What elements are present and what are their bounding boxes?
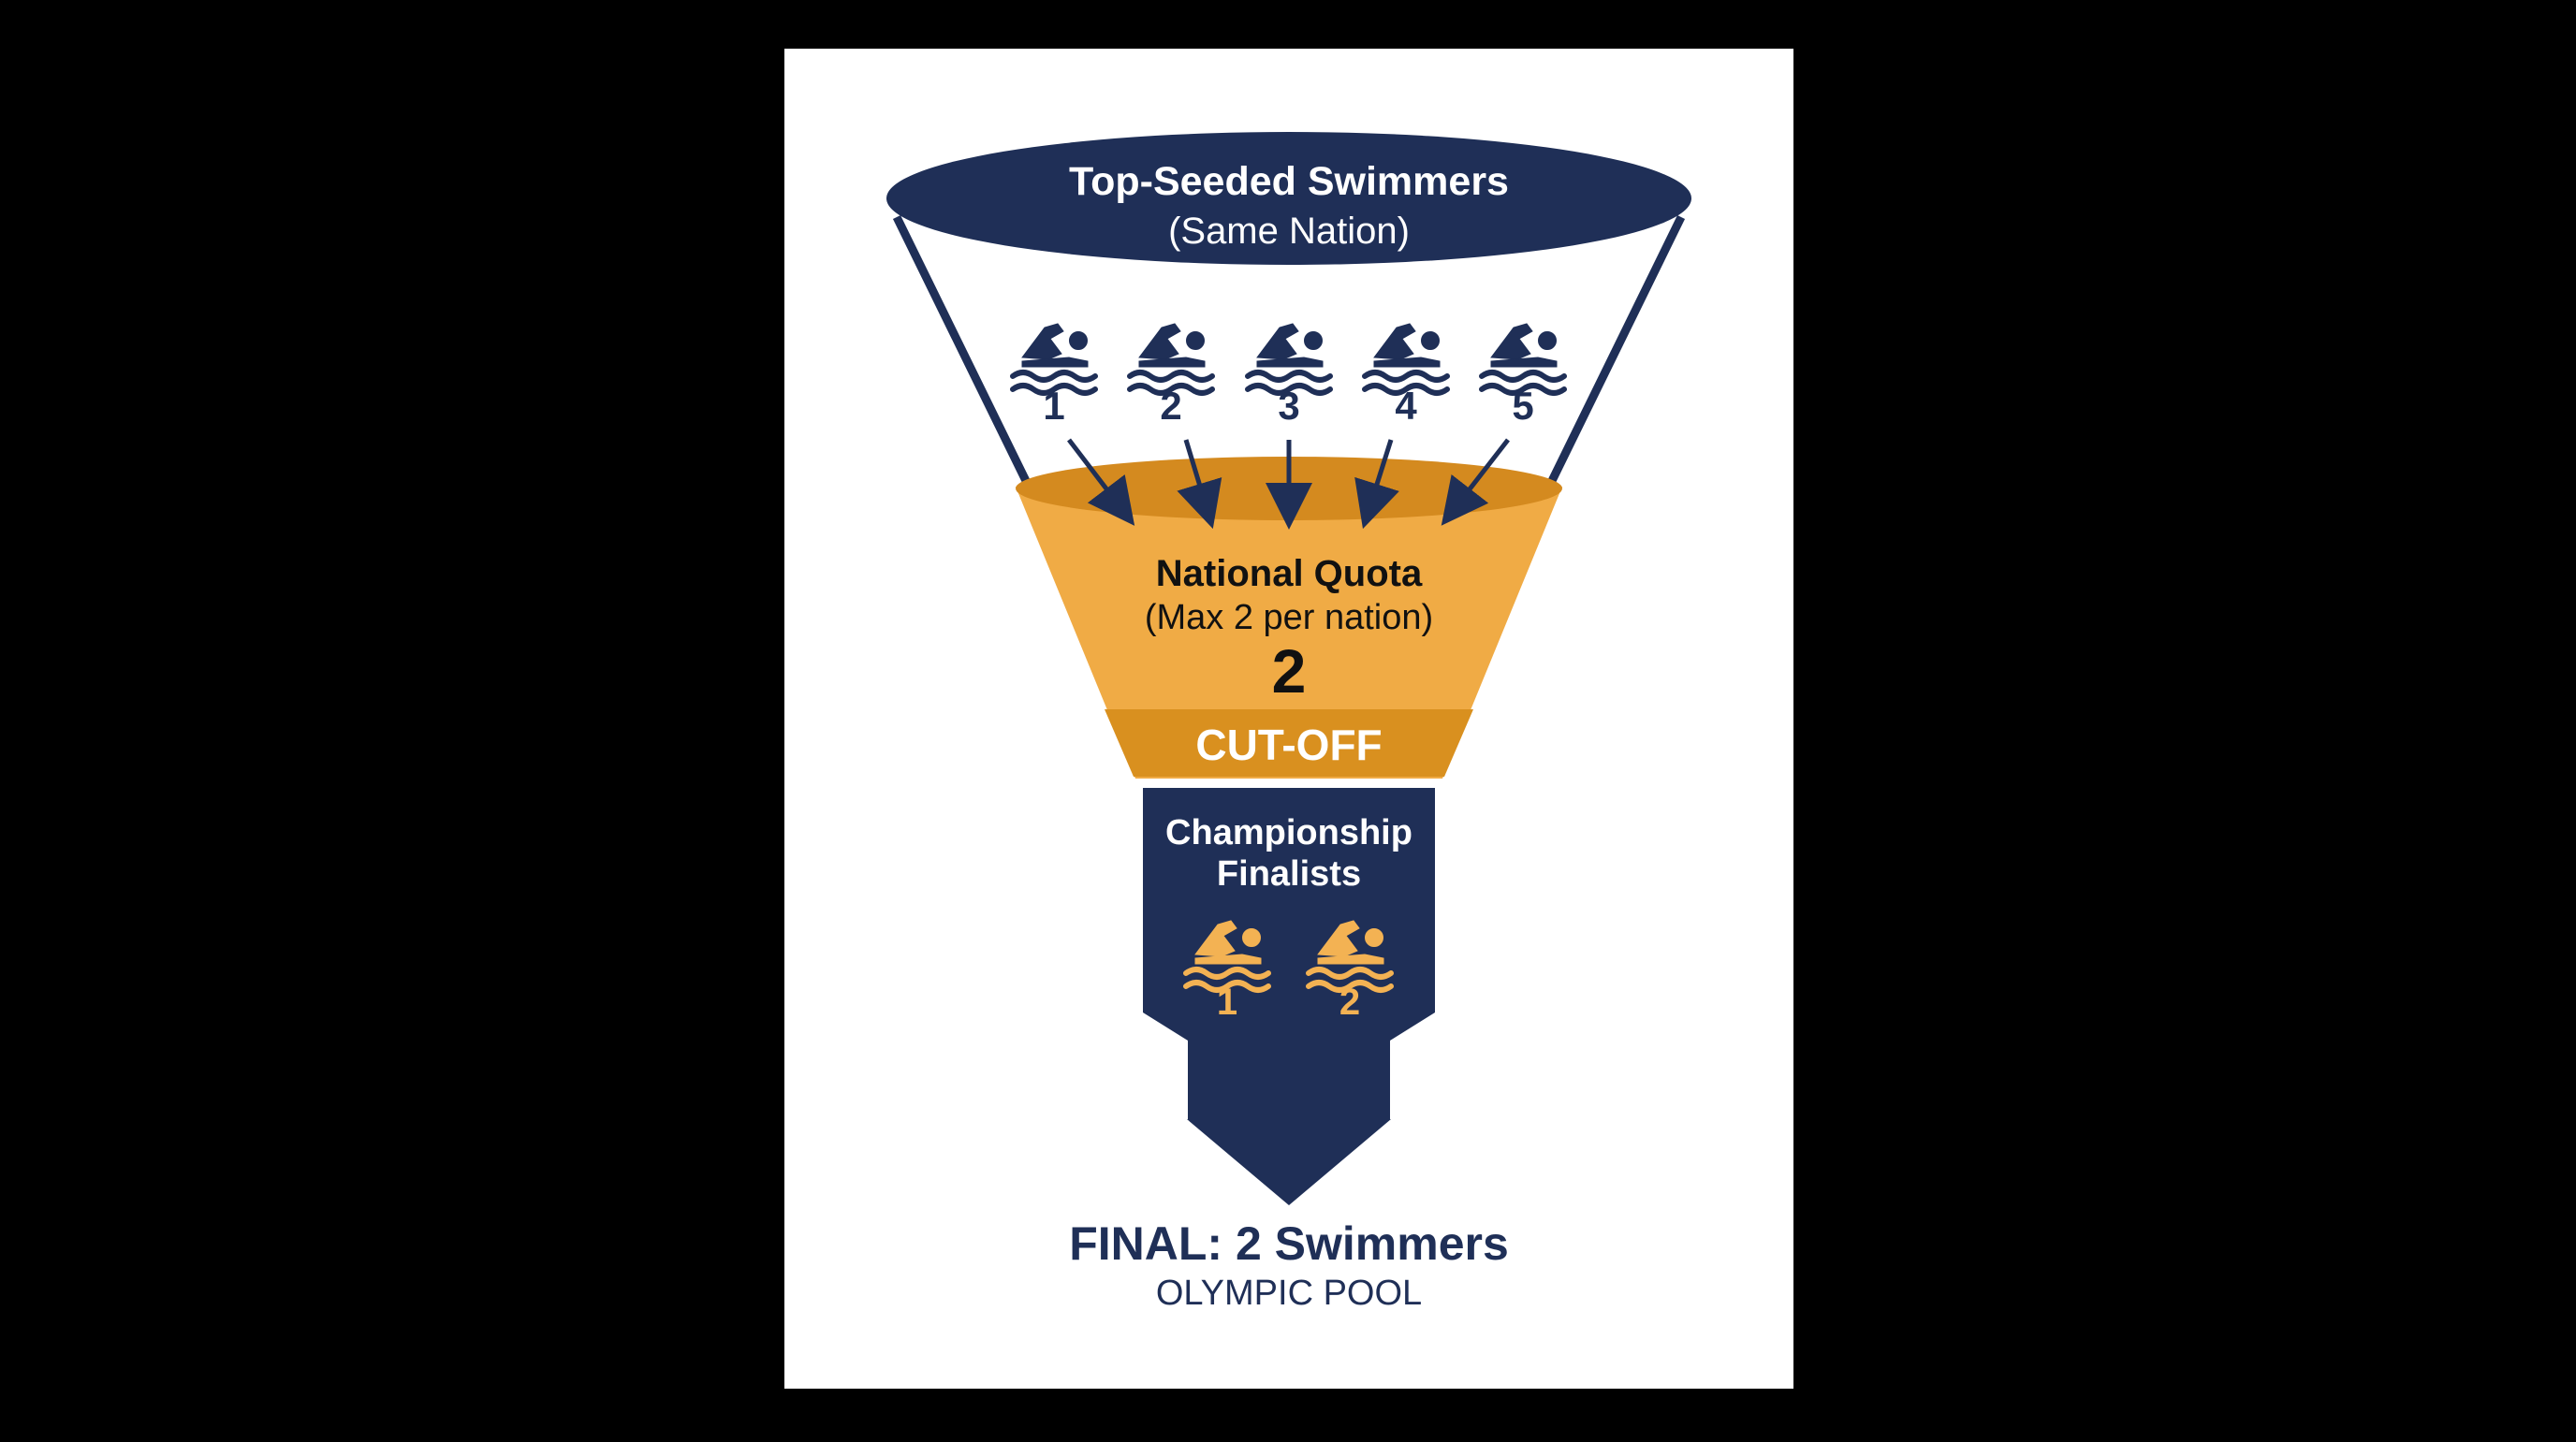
final-title: FINAL: 2 Swimmers xyxy=(1069,1217,1509,1270)
swimmer-arrow xyxy=(1354,439,1399,530)
final-down-arrow xyxy=(1187,1048,1391,1205)
quota-value: 2 xyxy=(1272,636,1307,706)
cutoff-label: CUT-OFF xyxy=(1195,721,1382,769)
swimmer-number: 4 xyxy=(1395,384,1417,428)
funnel-left-edge xyxy=(892,215,1034,490)
swimmer-number: 1 xyxy=(1043,384,1064,428)
top-ellipse xyxy=(886,132,1691,265)
quota-title: National Quota xyxy=(1156,553,1423,594)
finalists-title-line2: Finalists xyxy=(1217,854,1361,894)
quota-funnel-body xyxy=(1016,487,1562,779)
top-title: Top-Seeded Swimmers xyxy=(1069,159,1509,204)
final-subtitle: OLYMPIC POOL xyxy=(1156,1274,1422,1313)
swimmer-arrow xyxy=(1067,438,1135,526)
top-swimmers: 1 2 3 4 5 xyxy=(1013,324,1564,530)
quota-subtitle: (Max 2 per nation) xyxy=(1145,598,1433,637)
finalists-box xyxy=(1143,788,1435,1119)
swimmer-number: 2 xyxy=(1160,384,1181,428)
swimmer-arrow xyxy=(1177,439,1222,530)
swimmer-arrow xyxy=(1441,438,1510,526)
finalist-number: 2 xyxy=(1339,982,1360,1023)
swimmer-number: 3 xyxy=(1278,384,1299,428)
top-subtitle: (Same Nation) xyxy=(1168,211,1410,252)
cutoff-band xyxy=(1105,709,1473,777)
funnel-right-edge xyxy=(1544,215,1686,490)
finalists-title-line1: Championship xyxy=(1165,813,1412,852)
finalist-number: 1 xyxy=(1217,982,1237,1023)
swimmer-number: 5 xyxy=(1512,384,1533,428)
